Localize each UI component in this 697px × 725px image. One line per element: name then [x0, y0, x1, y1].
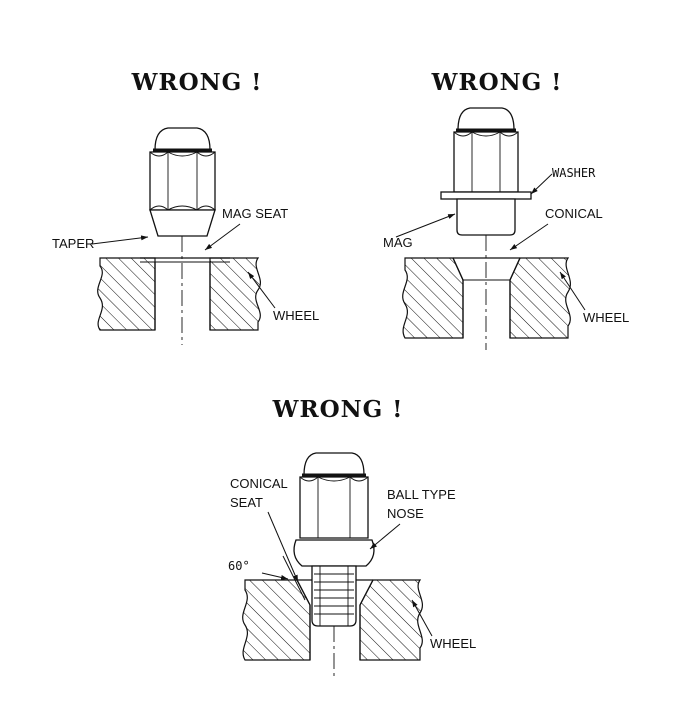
diagram-1-mag-seat-label: MAG SEAT — [222, 206, 288, 221]
diagram-3-angle-indicator: 60° — [228, 555, 306, 601]
diagram-1-wheel-leader — [247, 271, 276, 309]
diagram-3-wheel-leader — [411, 599, 433, 637]
diagram-2-wheel-block — [402, 257, 571, 339]
diagram-1-title: WRONG ! — [131, 69, 263, 96]
diagram-1-wheel-label: WHEEL — [273, 308, 319, 323]
diagram-1-mag-seat-leader — [204, 223, 241, 251]
diagram-3-conical-seat-label-line1: CONICAL — [230, 476, 288, 491]
diagram-2-conical-leader — [509, 223, 549, 251]
diagram-2-wheel-leader — [559, 271, 586, 311]
diagram-1-taper-nut-on-mag-seat: WRONG ! — [52, 69, 319, 345]
diagram-1-taper-label: TAPER — [52, 236, 94, 251]
diagram-2-conical-label: CONICAL — [545, 206, 603, 221]
diagram-3-conical-seat-leader — [267, 511, 299, 583]
diagram-3-title: WRONG ! — [272, 396, 404, 423]
diagram-1-lug-nut — [149, 127, 216, 237]
diagram-3-wheel-block — [242, 579, 423, 661]
diagram-3-ball-nose-on-conical-seat: WRONG ! — [228, 396, 476, 678]
diagram-2-mag-leader — [395, 213, 456, 238]
diagram-1-taper-leader — [91, 235, 149, 245]
diagram-3-lug-nut — [293, 452, 375, 627]
diagram-3-ball-type-label-line1: BALL TYPE — [387, 487, 456, 502]
diagram-3-conical-seat-label-line2: SEAT — [230, 495, 263, 510]
diagram-3-ball-type-label-line2: NOSE — [387, 506, 424, 521]
diagram-3-wheel-label: WHEEL — [430, 636, 476, 651]
diagram-2-lug-nut — [440, 107, 532, 236]
diagram-2-mag-nut-on-conical-seat: WRONG ! WASH — [383, 69, 629, 350]
diagram-3-angle-label: 60° — [228, 559, 250, 573]
diagram-2-title: WRONG ! — [431, 69, 563, 96]
diagram-1-wheel-block — [97, 257, 261, 331]
diagram-3-ball-type-leader — [369, 523, 401, 550]
diagram-2-wheel-label: WHEEL — [583, 310, 629, 325]
diagram-2-washer-leader — [530, 173, 553, 195]
diagram-2-washer-label: WASHER — [552, 166, 596, 180]
diagram-2-mag-label: MAG — [383, 235, 413, 250]
